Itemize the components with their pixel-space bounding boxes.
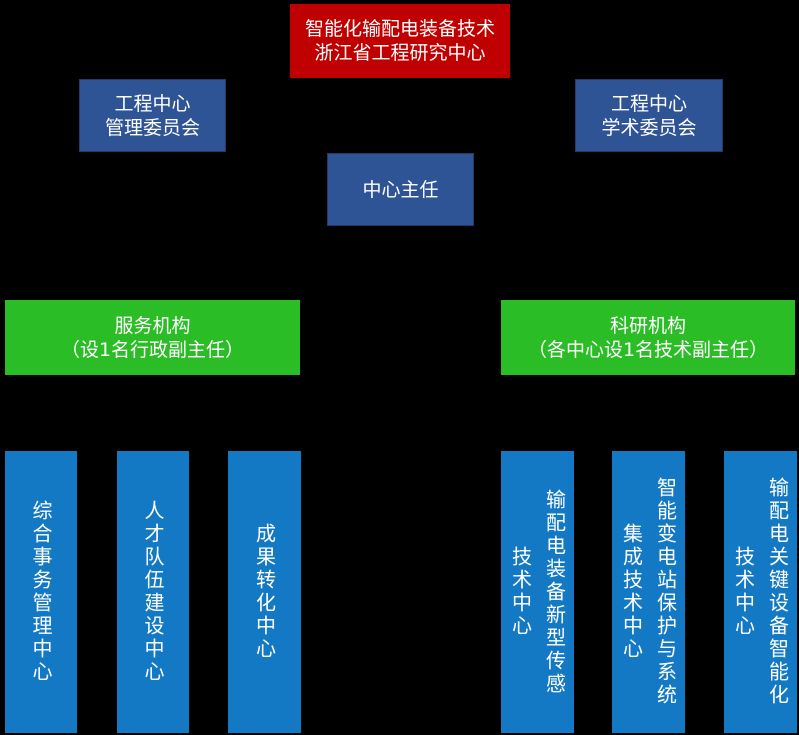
service-unit-general-affairs: 综合事务管理中心 <box>5 451 77 733</box>
management-committee-line1: 工程中心 <box>114 92 191 115</box>
research-unit-substation: 智能变电站保护与系统集成技术中心 <box>612 451 685 733</box>
research-unit-label: 输配电装备新型传感技术中心 <box>504 489 572 696</box>
management-committee-line2: 管理委员会 <box>104 116 200 139</box>
management-committee-node: 工程中心 管理委员会 <box>79 79 226 152</box>
service-unit-label: 人才队伍建设中心 <box>141 500 165 684</box>
research-unit-label: 智能变电站保护与系统集成技术中心 <box>615 477 683 707</box>
research-unit-col1: 输配电关键设备智能化 <box>765 477 790 707</box>
service-unit-label: 成果转化中心 <box>252 523 277 661</box>
academic-committee-line2: 学术委员会 <box>601 116 697 139</box>
root-node: 智能化输配电装备技术 浙江省工程研究中心 <box>290 4 510 78</box>
research-unit-col2: 集成技术中心 <box>619 523 644 661</box>
research-org-line2: （各中心设1名技术副主任） <box>527 338 769 361</box>
service-unit-achievement: 成果转化中心 <box>228 451 301 733</box>
service-org-line1: 服务机构 <box>114 314 191 337</box>
service-unit-label: 综合事务管理中心 <box>29 500 53 684</box>
service-org-node: 服务机构 （设1名行政副主任） <box>5 300 300 375</box>
research-unit-label: 输配电关键设备智能化技术中心 <box>727 477 795 707</box>
director-label: 中心主任 <box>362 178 439 201</box>
director-node: 中心主任 <box>327 153 474 226</box>
research-unit-col2: 技术中心 <box>508 546 533 638</box>
research-unit-col1: 智能变电站保护与系统 <box>653 477 678 707</box>
academic-committee-node: 工程中心 学术委员会 <box>575 79 723 152</box>
service-org-line2: （设1名行政副主任） <box>60 338 245 361</box>
root-title-line2: 浙江省工程研究中心 <box>314 42 486 64</box>
research-org-line1: 科研机构 <box>609 314 686 337</box>
research-unit-intelligent: 输配电关键设备智能化技术中心 <box>724 451 797 733</box>
service-unit-talent: 人才队伍建设中心 <box>117 451 189 733</box>
academic-committee-line1: 工程中心 <box>610 92 687 115</box>
research-org-node: 科研机构 （各中心设1名技术副主任） <box>501 300 795 375</box>
research-unit-col1: 输配电装备新型传感 <box>542 488 567 696</box>
research-unit-col2: 技术中心 <box>731 546 756 638</box>
root-title-line1: 智能化输配电装备技术 <box>304 18 495 40</box>
research-unit-sensing: 输配电装备新型传感技术中心 <box>501 451 574 733</box>
